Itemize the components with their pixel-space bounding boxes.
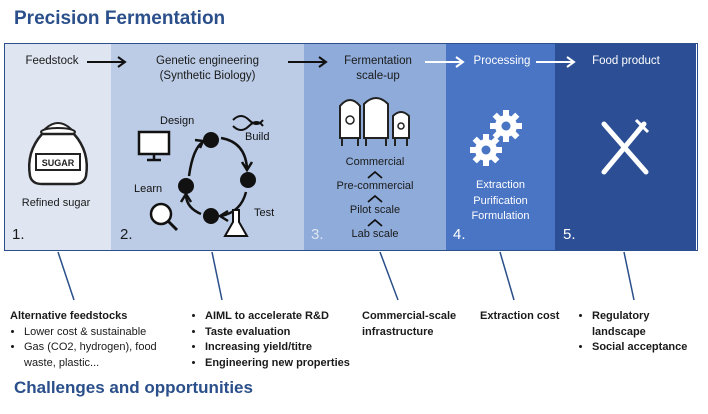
- cycle-label-build: Build: [245, 131, 269, 143]
- scale-commercial: Commercial: [345, 156, 405, 168]
- scale-pilot: Pilot scale: [349, 204, 401, 216]
- stage-number-1: 1.: [12, 226, 25, 243]
- arrow-icon: [536, 56, 576, 68]
- cycle-node-test: [203, 208, 219, 224]
- caption-refined-sugar: Refined sugar: [21, 197, 91, 209]
- stage-fermentation: [304, 44, 446, 250]
- sugar-sack-icon: SUGAR: [28, 122, 88, 186]
- arrow-icon: [288, 56, 328, 68]
- challenge-heading: Extraction cost: [480, 310, 560, 322]
- dna-icon: [232, 115, 264, 131]
- scale-lab: Lab scale: [351, 228, 399, 240]
- challenge-genetic: AIML to accelerate R&D Taste evaluation …: [191, 309, 361, 371]
- arrow-icon: [425, 56, 465, 68]
- stage-number-5: 5.: [563, 226, 576, 243]
- stage-number-4: 4.: [453, 226, 466, 243]
- challenge-heading: Alternative feedstocks: [10, 310, 128, 322]
- cutlery-icon: [601, 118, 650, 175]
- challenge-fermentation: Commercial-scale infrastructure: [362, 309, 472, 340]
- challenge-item: Taste evaluation: [205, 325, 361, 341]
- challenge-heading: Commercial-scale infrastructure: [362, 310, 457, 338]
- challenge-processing: Extraction cost: [480, 309, 580, 325]
- arrow-icon: [87, 56, 127, 68]
- flask-icon: [223, 209, 249, 237]
- step-formulation: Formulation: [471, 210, 530, 222]
- cycle-label-design: Design: [160, 115, 194, 127]
- stage-label-processing: Processing: [473, 55, 531, 67]
- cycle-node-learn: [178, 178, 194, 194]
- magnifier-icon: [149, 202, 179, 232]
- stage-label-feedstock: Feedstock: [25, 55, 79, 67]
- stage-number-2: 2.: [120, 226, 133, 243]
- stage-frame: [4, 43, 698, 251]
- challenge-food-product: Regulatory landscape Social acceptance: [578, 309, 702, 356]
- cycle-label-learn: Learn: [134, 183, 162, 195]
- cycle-node-design: [203, 132, 219, 148]
- page-title: Precision Fermentation: [14, 8, 226, 29]
- cycle-label-test: Test: [254, 207, 274, 219]
- monitor-icon: [137, 130, 171, 162]
- sugar-sack-label: SUGAR: [42, 158, 75, 168]
- challenge-item: Social acceptance: [592, 340, 702, 356]
- chevron-up-icon: [367, 170, 383, 179]
- processing-steps: Extraction Purification Formulation: [446, 178, 555, 225]
- challenge-item: Gas (CO2, hydrogen), food waste, plastic…: [24, 340, 190, 371]
- gears-icon: [470, 110, 522, 166]
- challenge-item: Regulatory landscape: [592, 309, 702, 340]
- stage-label-genetic: Genetic engineering(Synthetic Biology): [156, 55, 259, 82]
- challenge-item: AIML to accelerate R&D: [205, 309, 361, 325]
- cycle-node-build: [240, 172, 256, 188]
- scale-ladder: Commercial Pre-commercial Pilot scale La…: [304, 156, 446, 246]
- dbtl-cycle-diagram: Design Build Test Learn: [134, 115, 274, 237]
- challenge-item: Lower cost & sustainable: [24, 325, 190, 341]
- footer-title: Challenges and opportunities: [14, 378, 253, 397]
- stage-number-3: 3.: [311, 226, 324, 243]
- fermentation-tanks-icon: [339, 97, 410, 146]
- challenge-feedstocks: Alternative feedstocks Lower cost & sust…: [10, 309, 190, 371]
- step-purification: Purification: [473, 194, 528, 207]
- step-extraction: Extraction: [476, 179, 525, 191]
- scale-pre-commercial: Pre-commercial: [336, 180, 414, 192]
- challenge-item: Increasing yield/titre: [205, 340, 361, 356]
- chevron-up-icon: [367, 194, 383, 203]
- challenge-item: Engineering new properties: [205, 356, 361, 372]
- scale-chevrons: [367, 170, 383, 227]
- stage-label-food-product: Food product: [592, 55, 660, 67]
- chevron-up-icon: [367, 218, 383, 227]
